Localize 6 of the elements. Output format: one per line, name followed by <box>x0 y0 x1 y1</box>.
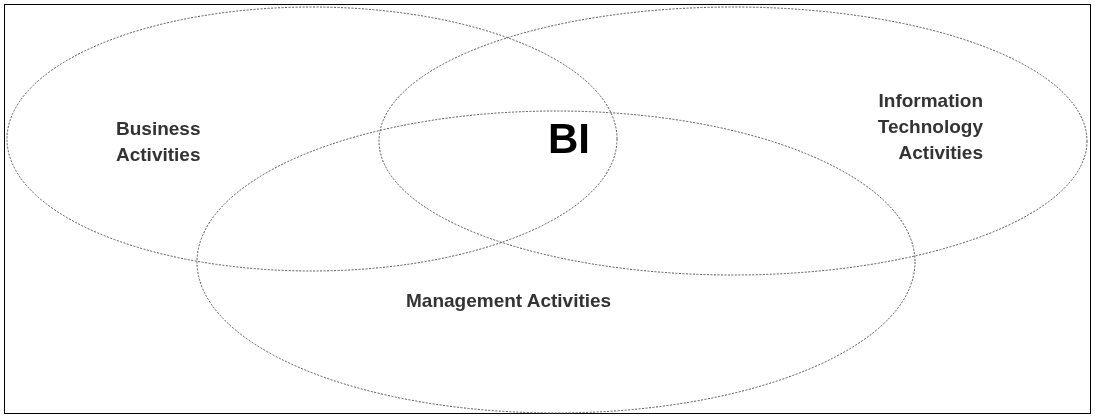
venn-ellipse <box>378 6 1088 276</box>
venn-label: Management Activities <box>406 289 613 313</box>
venn-ellipse <box>6 6 618 272</box>
intersection-label: BI <box>548 118 590 160</box>
venn-label: Information Technology Activities <box>876 89 983 165</box>
venn-label: Business Activities <box>116 117 202 167</box>
